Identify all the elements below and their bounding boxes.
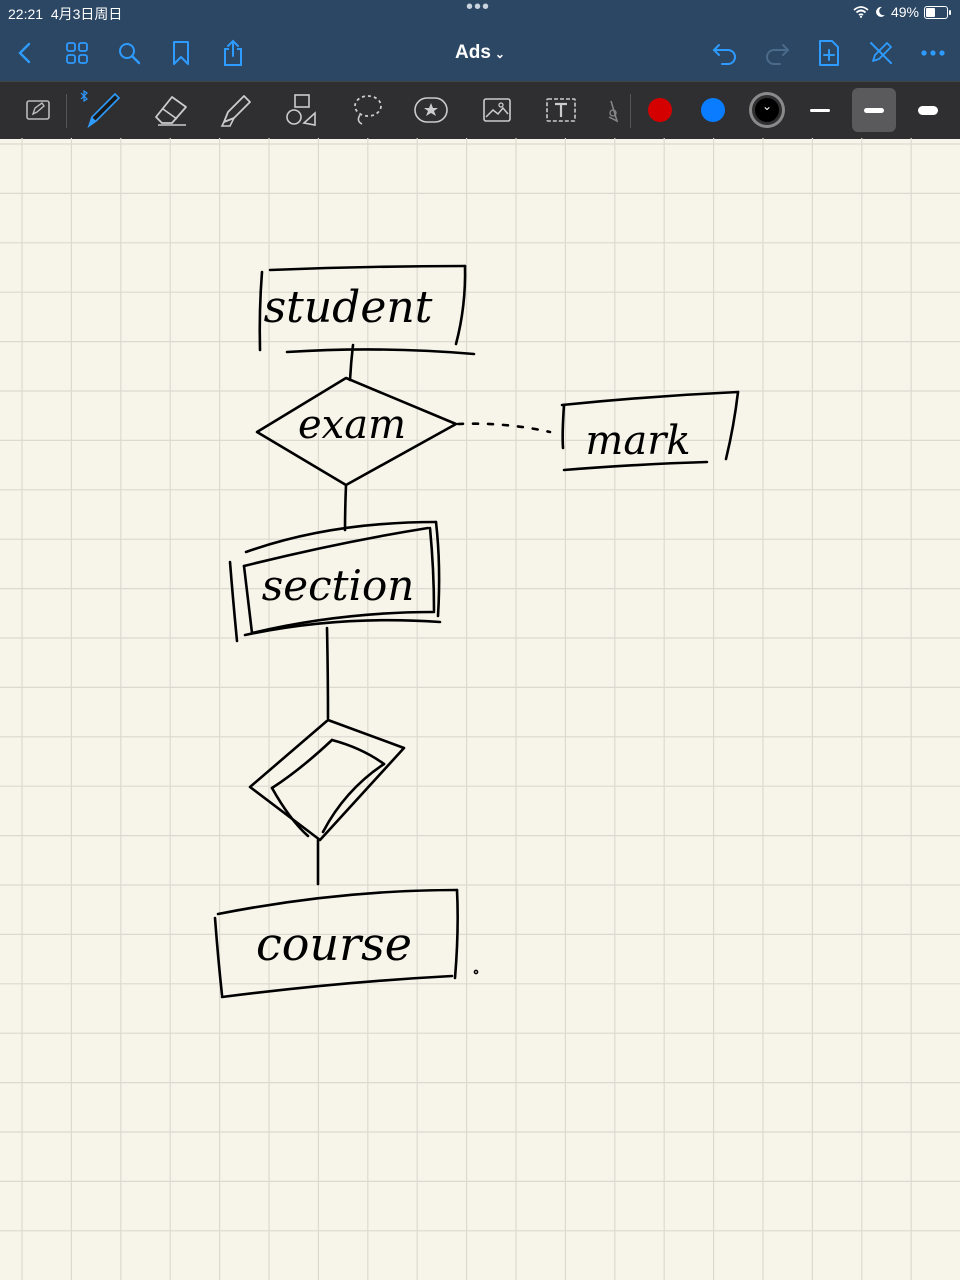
connector-section-relationship [325,626,330,720]
bookmark-icon [173,41,189,65]
shapes-tool[interactable] [278,90,324,130]
thick-line-icon [918,105,938,115]
medium-line-icon [864,107,884,113]
color-swatch-red[interactable] [648,98,672,122]
bluetooth-icon [80,90,88,102]
pen-icon [87,92,121,129]
weak-entity-section: section [228,520,442,643]
label-section: section [262,561,415,610]
connector-exam-section [343,483,348,532]
read-only-icon [26,100,50,120]
bookmark-button[interactable] [164,36,198,70]
moon-icon [876,6,885,17]
dashed-connector-exam-mark [456,422,552,434]
highlighter-icon [220,95,251,127]
pen-tool[interactable] [78,90,124,130]
disable-pen-button[interactable] [864,36,898,70]
color-swatch-blue[interactable] [701,98,725,122]
pencil-slash-icon [870,42,892,64]
text-box-icon [546,98,576,122]
more-button[interactable] [916,36,950,70]
shapes-icon [286,94,316,126]
thumbnails-button[interactable] [60,36,94,70]
more-icon [921,50,945,56]
image-icon [483,98,511,122]
text-tool[interactable] [538,90,584,130]
grid-icon [66,42,88,64]
search-button[interactable] [112,36,146,70]
search-icon [119,43,141,65]
relationship-exam: exam [255,376,458,487]
ink-dot [473,969,479,975]
highlighter-tool[interactable] [213,90,259,130]
stroke-width-medium[interactable] [852,88,896,132]
label-course: course [256,917,412,971]
image-tool[interactable] [474,90,520,130]
identifying-relationship [248,718,406,842]
color-swatch-black[interactable]: ⌄ [755,98,779,122]
lasso-icon [354,95,382,125]
chevron-left-icon [18,42,31,64]
undo-icon [712,44,736,65]
redo-button[interactable] [760,36,794,70]
undo-button[interactable] [708,36,742,70]
laser-pointer-tool[interactable] [596,90,624,130]
battery-percentage: 49% [890,4,919,20]
add-page-icon [819,40,839,66]
lasso-tool[interactable] [344,90,390,130]
share-icon [224,39,242,66]
label-student: student [264,282,433,333]
share-button[interactable] [216,36,250,70]
eraser-icon [155,96,187,126]
nav-bar: Ads⌄ [0,26,960,81]
status-bar: 22:21 4月3日周日 ••• 49% [0,0,960,26]
entity-student: student [258,264,476,356]
wifi-icon [853,6,869,18]
stroke-width-thin[interactable] [798,88,842,132]
entity-course: course [213,888,459,999]
note-canvas[interactable]: student exam mark section [0,138,960,1280]
grid-paper [0,138,960,1280]
star-sticker-icon [414,97,448,123]
battery-icon [924,5,951,19]
status-date: 4月3日周日 [50,6,123,22]
eraser-tool[interactable] [148,90,194,130]
laser-pointer-icon [608,100,619,123]
drawing-toolbar: ⌄ [0,81,960,139]
thin-line-icon [810,108,830,112]
chevron-down-icon: ⌄ [494,47,505,61]
label-exam: exam [298,402,406,448]
redo-icon [766,44,790,65]
toolbar-divider [630,94,631,128]
multitask-dots-icon[interactable]: ••• [466,0,491,18]
attribute-mark: mark [560,390,740,472]
read-only-mode-tool[interactable] [16,90,62,130]
handwritten-diagram: student exam mark section [213,264,740,999]
status-indicators: 49% [853,4,951,20]
back-button[interactable] [8,36,42,70]
elements-tool[interactable] [408,90,454,130]
toolbar-divider [66,94,67,128]
selected-check-icon: ⌄ [761,99,773,113]
stroke-width-thick[interactable] [906,88,950,132]
status-time: 22:21 4月3日周日 [8,6,123,22]
connector-student-exam [348,343,355,382]
add-page-button[interactable] [812,36,846,70]
label-mark: mark [585,418,690,464]
